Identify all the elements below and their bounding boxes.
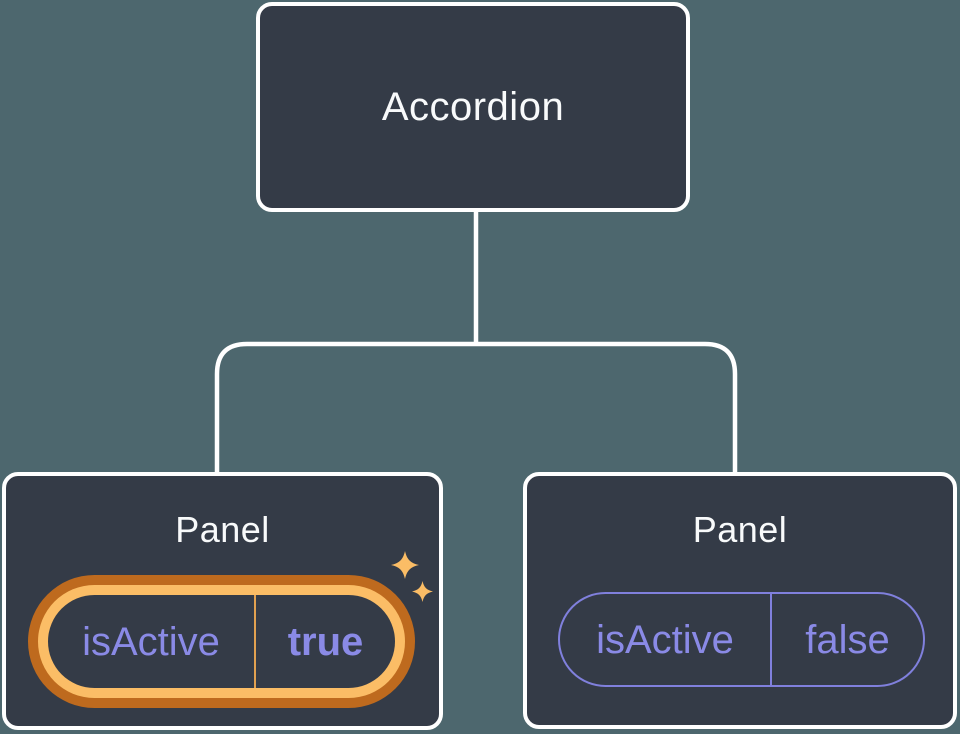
panel-label: Panel xyxy=(692,509,788,550)
accordion-label: Accordion xyxy=(381,84,565,129)
connector-branch xyxy=(214,341,738,476)
panel-label: Panel xyxy=(175,509,270,550)
node-panel-inactive: Panel isActive false xyxy=(523,472,957,729)
node-accordion: Accordion xyxy=(256,2,690,212)
prop-pill: isActive true xyxy=(48,595,395,688)
pill-divider xyxy=(770,594,772,685)
highlight-inner-ring: isActive true xyxy=(38,585,405,698)
node-panel-active: Panel isActive true xyxy=(2,472,443,730)
prop-pill: isActive false xyxy=(558,592,925,687)
sparkle-icon xyxy=(391,551,419,579)
prop-value: false xyxy=(805,617,890,662)
prop-name: isActive xyxy=(596,617,734,662)
prop-name: isActive xyxy=(82,619,220,664)
prop-pill-active-highlight: isActive true xyxy=(28,575,415,708)
pill-divider xyxy=(254,595,256,688)
sparkle-icon xyxy=(412,581,433,602)
prop-value: true xyxy=(287,619,364,664)
